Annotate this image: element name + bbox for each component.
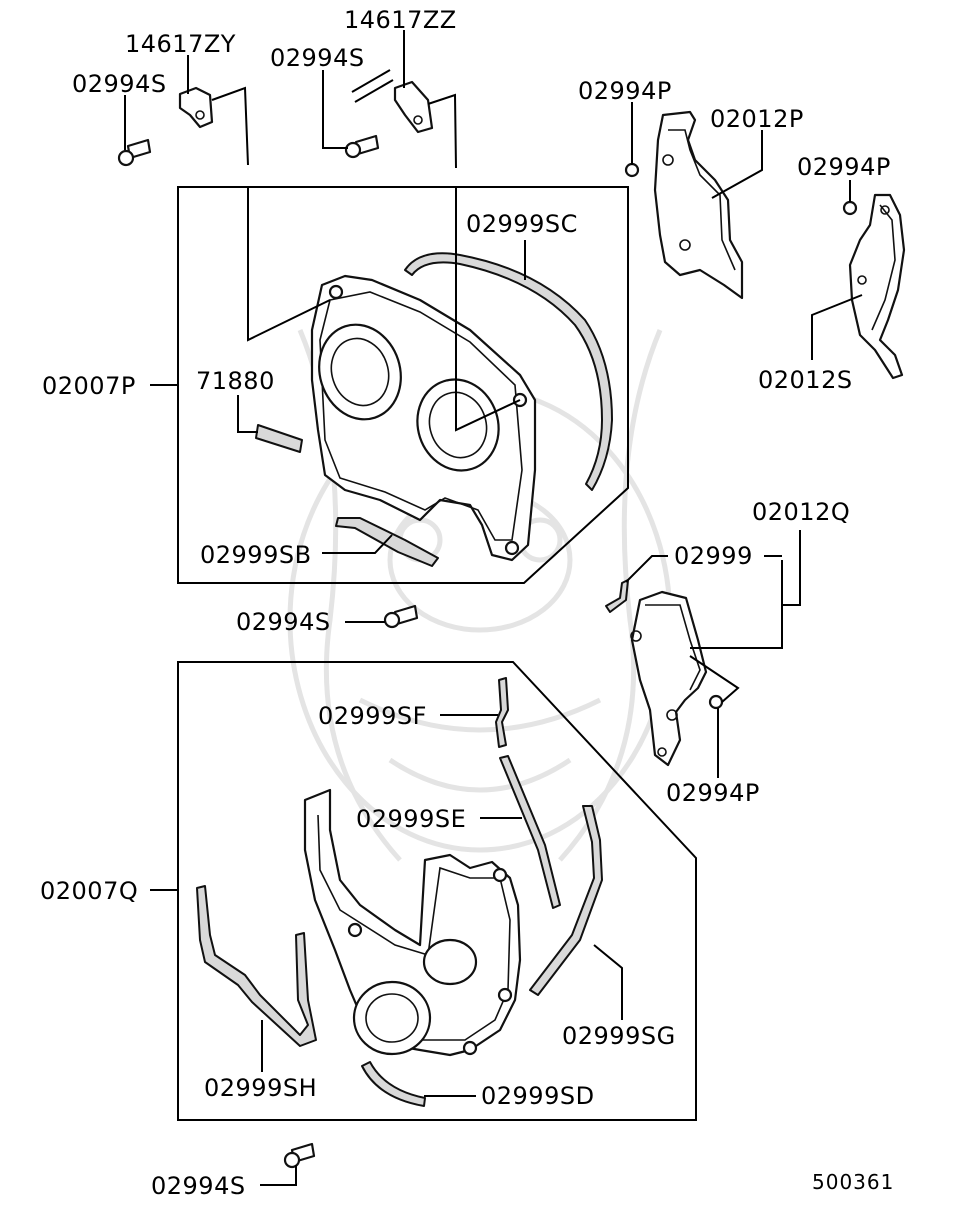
callout-bolt-right-mid: 02994P (797, 153, 891, 181)
callout-bolt-right-top: 02994P (578, 77, 672, 105)
callout-seal-sd: 02999SD (481, 1082, 595, 1110)
label-plate-71880 (255, 424, 303, 453)
callout-seal-se: 02999SE (356, 805, 466, 833)
callout-seal-sb: 02999SB (200, 541, 312, 569)
callout-label-plate: 71880 (196, 367, 275, 395)
callout-plate-s: 02012S (758, 366, 853, 394)
bolt-icon-top-mid (344, 134, 380, 159)
callout-bolt-top-left: 02994S (72, 70, 167, 98)
seal-02999sh (196, 885, 317, 1047)
callout-cover-upper: 02007P (42, 372, 136, 400)
callout-seal-sg: 02999SG (562, 1022, 676, 1050)
callout-cover-lower: 02007Q (40, 877, 138, 905)
bolt-icon-right-mid (842, 200, 858, 216)
bolt-icon-lower-right (708, 694, 724, 710)
bolt-icon-right-top (624, 162, 640, 178)
document-number: 500361 (812, 1170, 894, 1194)
bolt-icon-mid (383, 604, 419, 629)
callout-plate-p: 02012P (710, 105, 804, 133)
plate-02012p (653, 110, 744, 300)
callout-seal-sf: 02999SF (318, 702, 427, 730)
lower-group-frame (177, 661, 697, 1121)
upper-timing-cover (310, 274, 537, 562)
clip-02999 (605, 579, 629, 613)
callout-plate-q: 02012Q (752, 498, 850, 526)
callout-bracket-zz: 14617ZZ (344, 6, 457, 34)
callout-bolt-top-mid: 02994S (270, 44, 365, 72)
bolt-icon-top-left (117, 138, 152, 167)
callout-bolt-mid: 02994S (236, 608, 331, 636)
callout-seal-sc: 02999SC (466, 210, 578, 238)
lower-timing-cover (303, 788, 522, 1057)
callout-clip: 02999 (674, 542, 753, 570)
seal-02999sb (335, 517, 439, 567)
seal-02999sd (361, 1061, 426, 1107)
bolt-icon-bottom (283, 1142, 316, 1169)
leader-lines (124, 30, 863, 1186)
seal-02999sc (404, 252, 613, 491)
seal-02999sf (495, 677, 509, 748)
bracket-14617zz (351, 69, 434, 134)
callout-bolt-lower-right: 02994P (666, 779, 760, 807)
seal-02999se (499, 755, 561, 909)
callout-bracket-zy: 14617ZY (125, 30, 236, 58)
upper-group-frame (177, 186, 629, 584)
plate-02012s (848, 193, 906, 380)
seal-02999sg (529, 805, 603, 996)
bracket-14617zy (178, 86, 214, 129)
callout-bolt-bottom: 02994S (151, 1172, 246, 1200)
plate-02012q (630, 590, 708, 767)
callout-seal-sh: 02999SH (204, 1074, 317, 1102)
